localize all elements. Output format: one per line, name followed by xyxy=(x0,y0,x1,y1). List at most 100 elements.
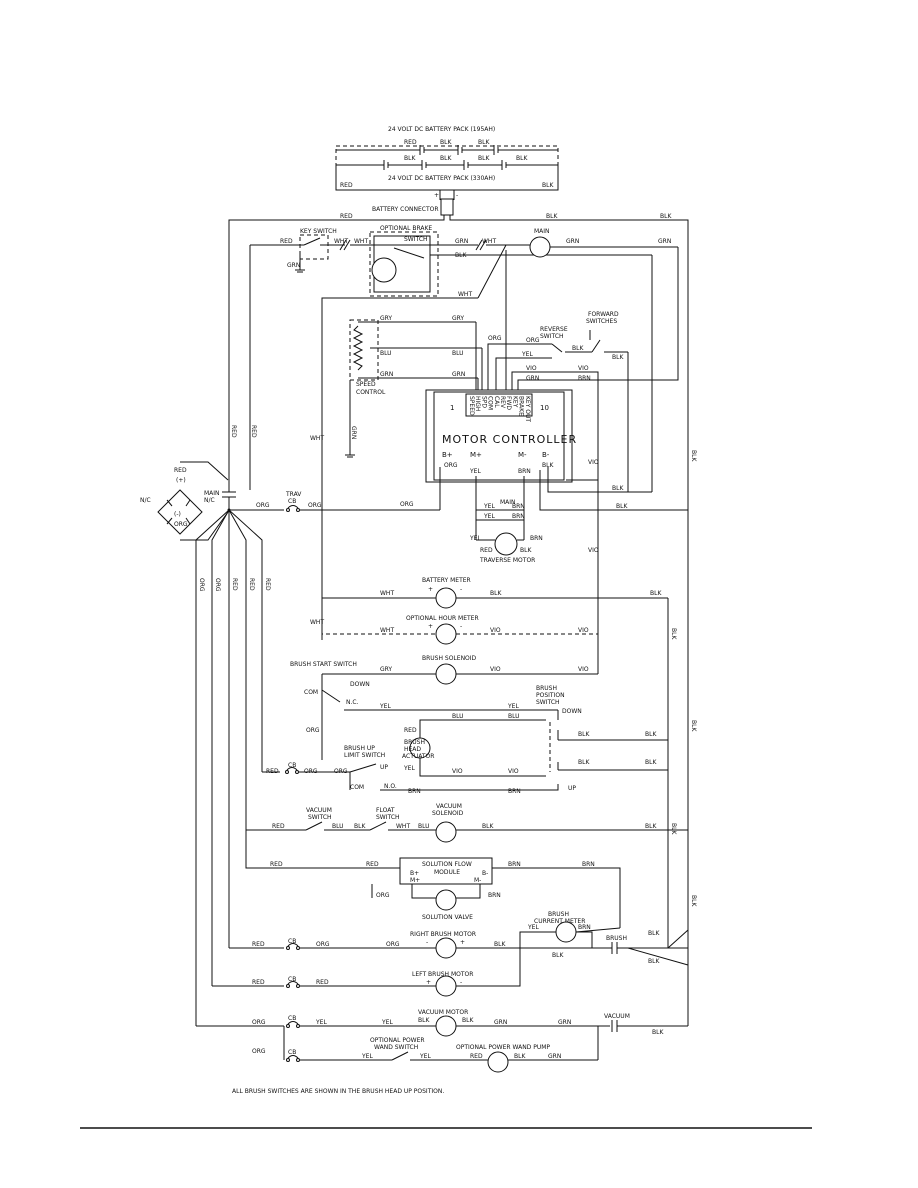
lbm-plus: + xyxy=(426,979,431,986)
bridge-rectifier: RED (+) (-) ORG N/C N/C MAIN ORG TRAV CB… xyxy=(140,461,440,541)
wire-blk-bminus2: BLK xyxy=(612,485,624,492)
brush-position-down: DOWN xyxy=(562,708,582,715)
sfm-bminus: B- xyxy=(482,870,488,877)
brush-solenoid-section: BRUSH SOLENOID GRY VIO VIO BRUSH START S… xyxy=(290,655,598,734)
wire-blk-bp2: BLK xyxy=(645,731,657,738)
wire-blk-vm2: BLK xyxy=(462,1017,474,1024)
left-brush-motor-label: LEFT BRUSH MOTOR xyxy=(412,971,473,978)
wire-blk-bat4: BLK xyxy=(440,155,452,162)
wire-blk-pw: BLK xyxy=(514,1053,526,1060)
wire-red-v2: RED xyxy=(250,425,257,438)
power-wand-switch-label-2: WAND SWITCH xyxy=(374,1044,418,1051)
wire-org-fwd: ORG xyxy=(526,337,540,344)
wire-gry-sc1: GRY xyxy=(380,315,392,322)
bridge-org-label: ORG xyxy=(174,521,188,528)
bridge-pos-label: (+) xyxy=(176,477,186,484)
traverse-motor-label: TRAVERSE MOTOR xyxy=(479,557,535,564)
battery-meter-plus: + xyxy=(428,586,433,593)
wire-red-lbm1: RED xyxy=(252,979,265,986)
footnote: ALL BRUSH SWITCHES ARE SHOWN IN THE BRUS… xyxy=(232,1088,444,1095)
key-switch-label: KEY SWITCH xyxy=(300,228,337,235)
brush-contact-label: BRUSH xyxy=(606,935,627,942)
wire-blk-bm2: BLK xyxy=(650,590,662,597)
wire-blu-act1: BLU xyxy=(452,713,464,720)
battery-meter-label: BATTERY METER xyxy=(422,577,471,584)
main-coil-label: MAIN xyxy=(534,228,550,235)
pin-1-label: 1 xyxy=(450,404,454,412)
vacuum-solenoid xyxy=(435,821,457,843)
solution-flow-module xyxy=(399,857,493,885)
wire-blk-fwd2: BLK xyxy=(612,354,624,361)
rbm-plus: + xyxy=(460,939,465,946)
wire-red-f3: RED xyxy=(231,578,238,591)
wire-yel-bp2: YEL xyxy=(507,703,519,710)
wire-red-pw: RED xyxy=(470,1053,483,1060)
brake-switch-label: SWITCH xyxy=(404,236,428,243)
wire-brn-tm2: BRN xyxy=(512,513,525,520)
wire-org-bss: ORG xyxy=(306,727,320,734)
cb-label-4: CB xyxy=(288,1015,296,1022)
wire-brn-sf2: BRN xyxy=(582,861,595,868)
wire-blk-fwd1: BLK xyxy=(572,345,584,352)
wire-vio-bs1: VIO xyxy=(490,666,501,673)
controller-pin-label: FWD xyxy=(505,396,512,410)
vacuum-motor xyxy=(435,1015,457,1037)
controller-pin-label: HIGH xyxy=(474,396,481,411)
wire-blk-v668a: BLK xyxy=(670,628,677,640)
brush-current-meter-label-1: BRUSH xyxy=(548,911,569,918)
wire-blk-bp4: BLK xyxy=(645,759,657,766)
brush-up-com: COM xyxy=(350,784,364,791)
hour-meter xyxy=(435,623,457,645)
wire-gry-sc2: GRY xyxy=(452,315,464,322)
battery-pack-330-label: 24 VOLT DC BATTERY PACK (330AH) xyxy=(388,175,495,182)
brush-head-actuator-label-3: ACTUATOR xyxy=(402,753,434,760)
bridge-nc-right: N/C xyxy=(204,497,215,504)
forward-switches-label-2: SWITCHES xyxy=(586,318,617,325)
wire-grn-key: GRN xyxy=(287,262,300,269)
bridge-nc-left: N/C xyxy=(140,497,151,504)
wire-org-rbm2: ORG xyxy=(386,941,400,948)
controller-pin-label: KEY xyxy=(511,396,518,408)
wire-blk-bat3: BLK xyxy=(404,155,416,162)
pin-10-label: 10 xyxy=(540,404,549,412)
right-brush-motor xyxy=(435,937,457,959)
wire-brn-bcm: BRN xyxy=(578,924,591,931)
wire-brn-tm1: BRN xyxy=(512,503,525,510)
wire-vio-bs2: VIO xyxy=(578,666,589,673)
wire-vio-hm1: VIO xyxy=(490,627,501,634)
brush-motors-section: BRUSH CURRENT METER YEL BRN RIGHT BRUSH … xyxy=(212,911,689,997)
wire-wht-fs: WHT xyxy=(396,823,410,830)
wire-blk-vm1: BLK xyxy=(418,1017,430,1024)
battery-connector xyxy=(440,198,454,216)
sfm-bplus: B+ xyxy=(410,870,419,877)
hour-meter-plus: + xyxy=(428,623,433,630)
wire-red-lbm2: RED xyxy=(316,979,329,986)
brush-start-down: DOWN xyxy=(350,681,370,688)
wire-org-rev: ORG xyxy=(488,335,502,342)
wire-blk-bat6: BLK xyxy=(516,155,528,162)
wire-org-vm: ORG xyxy=(252,1019,266,1026)
wire-blk-rail1: BLK xyxy=(546,213,558,220)
wire-red-v1: RED xyxy=(230,425,237,438)
right-brush-motor-label: RIGHT BRUSH MOTOR xyxy=(410,931,476,938)
trav-cb-label-1: TRAV xyxy=(285,491,302,498)
speed-control-label-2: CONTROL xyxy=(356,389,386,396)
power-wand-section: OPTIONAL POWER WAND SWITCH OPTIONAL POWE… xyxy=(286,1026,599,1073)
wire-vio-hm2: VIO xyxy=(578,627,589,634)
speed-control-section: GRY GRY BLU BLU GRN GRN SPEED CONTROL GR… xyxy=(345,311,629,493)
wire-blk-bminus: BLK xyxy=(542,462,554,469)
brush-solenoid xyxy=(435,663,457,685)
sfm-mplus: M+ xyxy=(410,877,420,884)
brush-head-actuator-label-1: BRUSH xyxy=(404,739,425,746)
vacuum-switch-label-1: VACUUM xyxy=(306,807,332,814)
brake-coil xyxy=(371,257,397,283)
wire-org-trav: ORG xyxy=(256,502,270,509)
wire-blk-bminus3: BLK xyxy=(616,503,628,510)
wire-org-pw: ORG xyxy=(252,1048,266,1055)
float-switch-label-2: SWITCH xyxy=(376,814,400,821)
junction-fanout: ORG ORG RED RED RED xyxy=(195,509,271,1026)
wire-yel-tm1: YEL xyxy=(483,503,495,510)
wire-red-sf1: RED xyxy=(270,861,283,868)
optional-brake-label: OPTIONAL BRAKE xyxy=(380,225,432,232)
main-rails: RED BLK BLK BLK BLK BLK RED RED xyxy=(228,213,697,1026)
